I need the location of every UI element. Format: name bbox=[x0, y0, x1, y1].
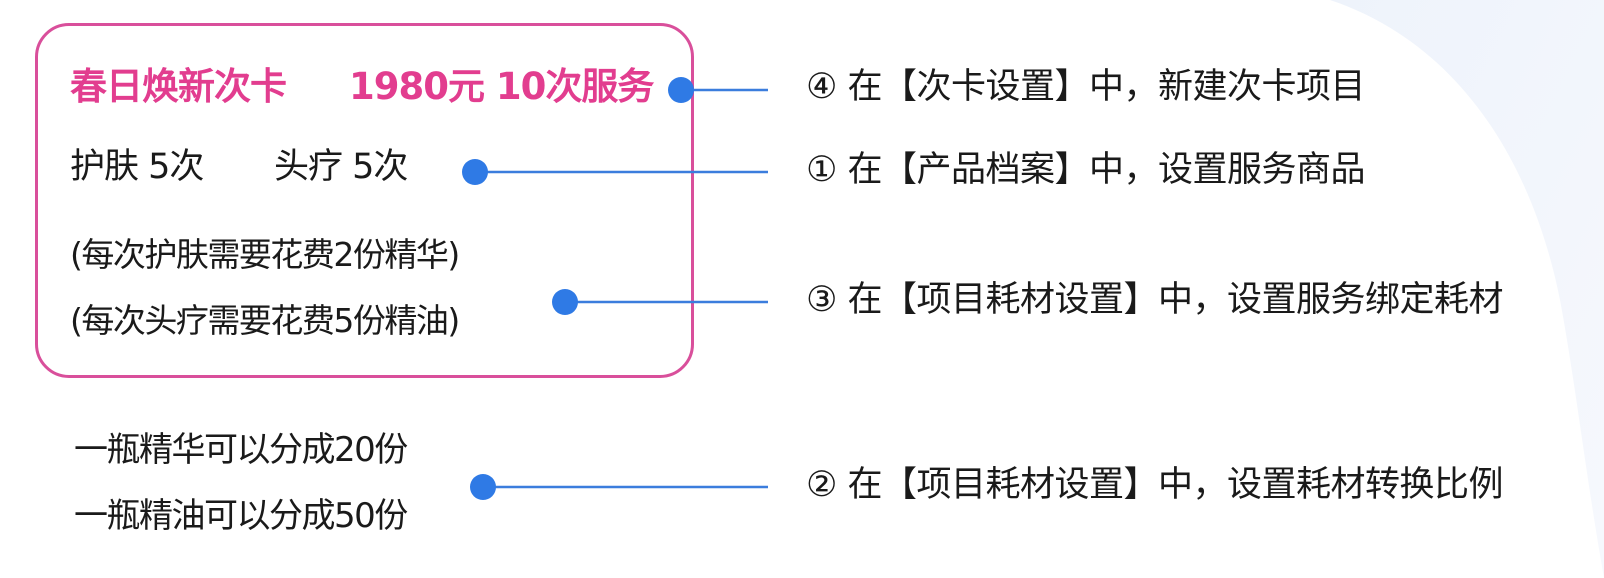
service-scalp: 头疗 5次 bbox=[274, 147, 408, 187]
ratio-essence: 一瓶精华可以分成20份 bbox=[74, 430, 408, 470]
service-skincare: 护肤 5次 bbox=[70, 147, 204, 187]
note-scalp-cost: (每次头疗需要花费5份精油) bbox=[70, 301, 460, 340]
card-price: 1980元 10次服务 bbox=[349, 65, 654, 108]
note-skincare-cost: (每次护肤需要花费2份精华) bbox=[70, 235, 460, 274]
ratio-oil: 一瓶精油可以分成50份 bbox=[74, 496, 408, 536]
step-3-label: ③ 在【项目耗材设置】中，设置服务绑定耗材 bbox=[806, 280, 1504, 320]
step-4-label: ④ 在【次卡设置】中，新建次卡项目 bbox=[806, 67, 1366, 107]
connector-dot-step2 bbox=[470, 474, 496, 500]
card-frame bbox=[35, 23, 694, 378]
card-title: 春日焕新次卡 bbox=[70, 65, 287, 108]
step-1-label: ① 在【产品档案】中，设置服务商品 bbox=[806, 150, 1366, 190]
step-2-label: ② 在【项目耗材设置】中，设置耗材转换比例 bbox=[806, 465, 1504, 505]
